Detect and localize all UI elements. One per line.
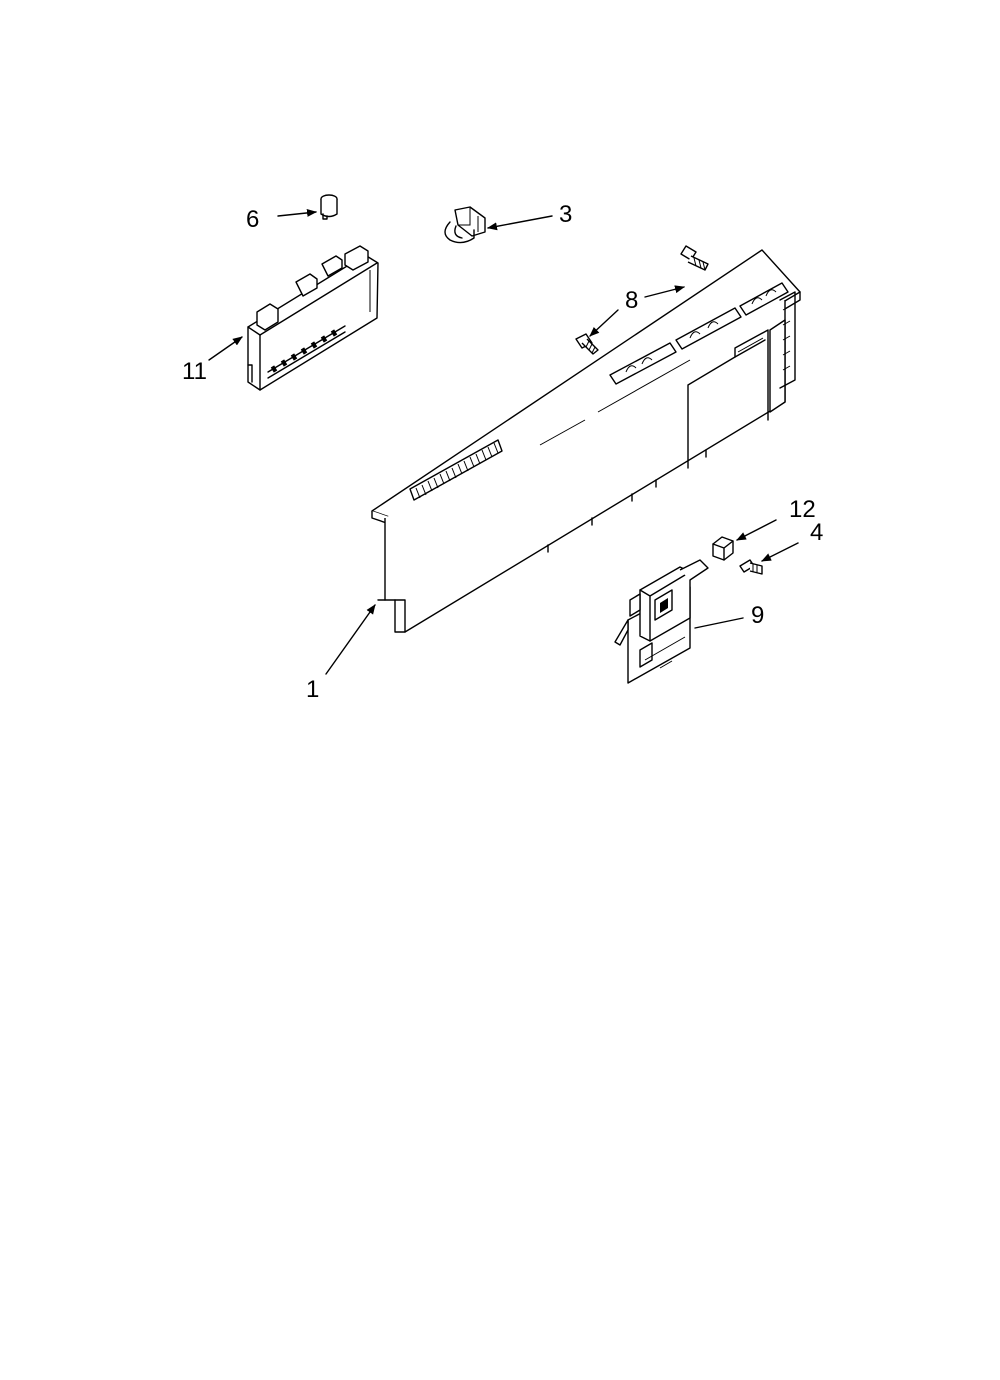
part-3-clip xyxy=(444,206,486,244)
part-11-control-board xyxy=(247,245,379,391)
part-8-screw-lower xyxy=(575,333,599,355)
callout-labels: 6 3 11 8 1 12 4 9 xyxy=(182,201,823,703)
part-12-bracket xyxy=(712,536,734,561)
leader-12 xyxy=(736,519,777,541)
leader-4 xyxy=(761,542,799,562)
leader-1 xyxy=(325,604,376,675)
callout-9: 9 xyxy=(751,602,764,629)
callout-8: 8 xyxy=(625,287,638,314)
leader-3 xyxy=(487,215,553,231)
leader-6 xyxy=(277,208,317,217)
part-4-screw xyxy=(739,559,763,575)
callout-3: 3 xyxy=(559,201,572,228)
callout-6: 6 xyxy=(246,206,259,233)
callout-1: 1 xyxy=(306,676,319,703)
part-1-control-panel xyxy=(371,249,801,633)
callout-4: 4 xyxy=(810,519,823,546)
leader-9 xyxy=(694,617,744,629)
callout-12: 12 xyxy=(789,496,816,523)
leader-lines xyxy=(208,208,799,675)
part-6-cap xyxy=(320,194,338,220)
leader-8-lower xyxy=(589,309,619,337)
leader-8-upper xyxy=(644,285,685,298)
callout-11: 11 xyxy=(182,358,207,385)
leader-11 xyxy=(208,336,243,361)
part-9-switch-assembly xyxy=(614,559,709,684)
